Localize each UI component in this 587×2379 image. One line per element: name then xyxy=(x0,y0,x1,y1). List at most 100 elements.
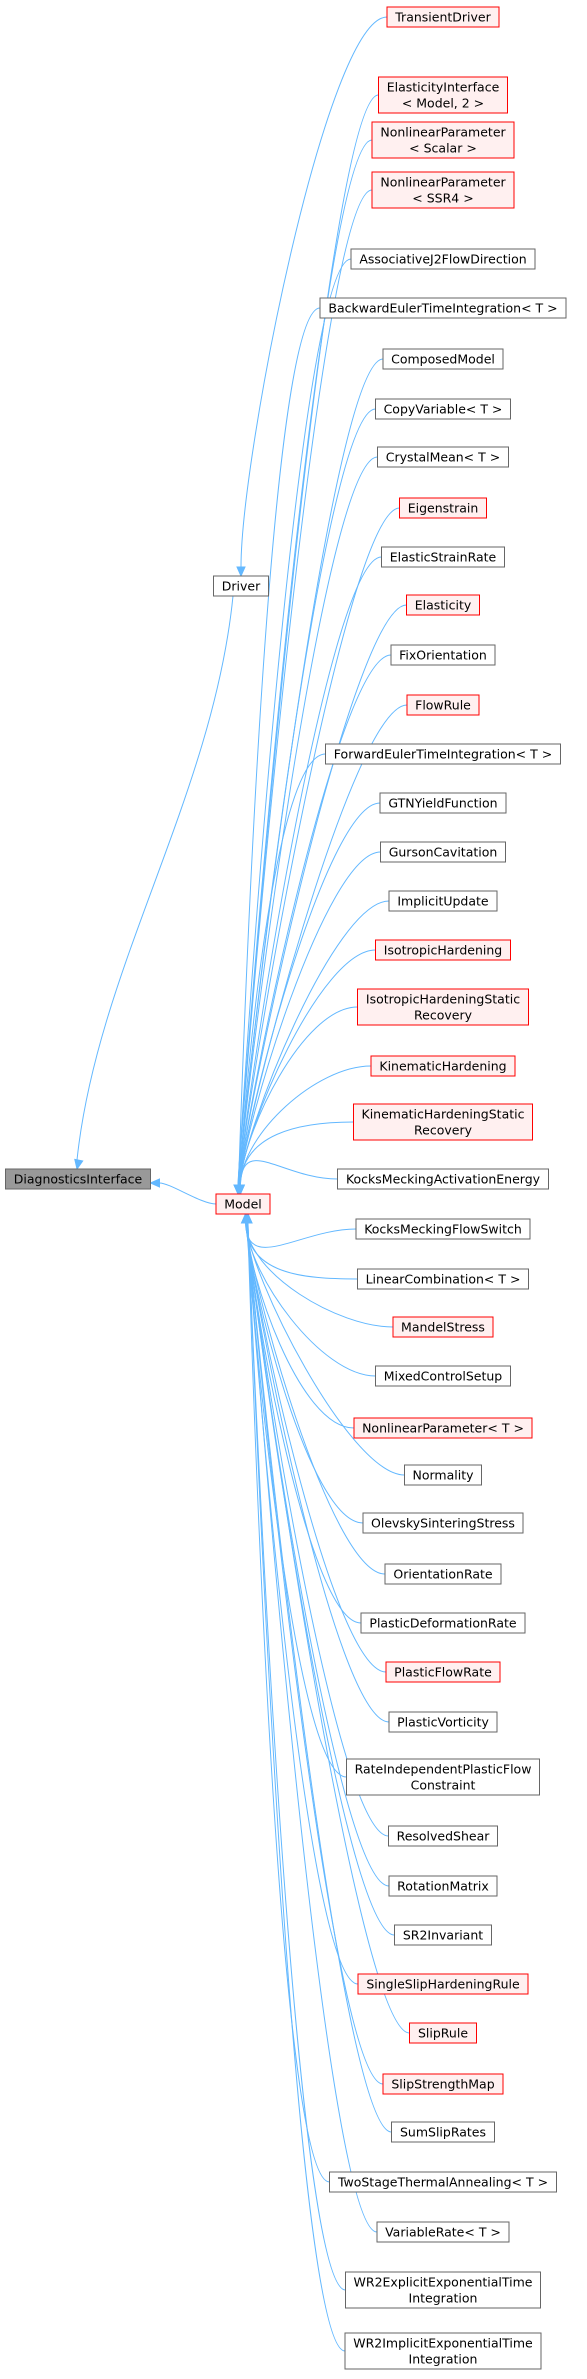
class-node-fixorientation[interactable]: FixOrientation xyxy=(390,644,496,666)
class-node-copyvariable-t[interactable]: CopyVariable< T > xyxy=(375,398,511,420)
inheritance-edge xyxy=(245,1222,386,1575)
class-node-label: KocksMeckingActivationEnergy xyxy=(346,1172,541,1187)
class-node-label: IsotropicHardeningStatic xyxy=(366,992,520,1007)
inheritance-edge xyxy=(247,1222,346,2352)
inheritance-edge xyxy=(237,258,352,1186)
class-node-label: CrystalMean< T > xyxy=(386,450,500,465)
class-node-orientationrate[interactable]: OrientationRate xyxy=(384,1563,502,1585)
class-node-gtnyieldfunction[interactable]: GTNYieldFunction xyxy=(379,792,507,814)
class-node-sliprule[interactable]: SlipRule xyxy=(409,2022,477,2044)
class-node-plasticdeformationrate[interactable]: PlasticDeformationRate xyxy=(360,1612,526,1634)
class-node-label: DiagnosticsInterface xyxy=(14,1172,143,1187)
class-node-label: IsotropicHardening xyxy=(384,943,502,958)
class-node-label: KinematicHardeningStatic xyxy=(362,1107,525,1122)
class-node-implicitupdate[interactable]: ImplicitUpdate xyxy=(388,890,498,912)
class-node-label: ForwardEulerTimeIntegration< T > xyxy=(334,747,552,762)
class-node-label: NonlinearParameter xyxy=(380,125,506,140)
class-node-variablerate-t[interactable]: VariableRate< T > xyxy=(376,2221,510,2243)
class-node-box xyxy=(377,446,509,468)
class-node-gursoncavitation[interactable]: GursonCavitation xyxy=(380,841,506,863)
class-node-label: WR2ExplicitExponentialTime xyxy=(354,2275,533,2290)
class-node-label: < Model, 2 > xyxy=(402,96,484,111)
class-node-elasticityinterface-model-2[interactable]: ElasticityInterface< Model, 2 > xyxy=(378,76,508,114)
class-node-plasticflowrate[interactable]: PlasticFlowRate xyxy=(385,1661,501,1683)
class-node-transientdriver[interactable]: TransientDriver xyxy=(386,6,500,28)
inheritance-edge xyxy=(245,1222,357,1248)
class-node-box xyxy=(386,6,500,28)
class-node-sumsliprates[interactable]: SumSlipRates xyxy=(391,2121,495,2143)
class-node-label: KinematicHardening xyxy=(379,1059,506,1074)
class-node-box xyxy=(376,2221,510,2243)
class-node-sr2invariant[interactable]: SR2Invariant xyxy=(394,1924,492,1946)
class-node-box xyxy=(379,792,507,814)
class-node-model[interactable]: Model xyxy=(215,1193,271,1215)
class-node-resolvedshear[interactable]: ResolvedShear xyxy=(388,1825,498,1847)
class-node-eigenstrain[interactable]: Eigenstrain xyxy=(399,497,487,519)
class-node-slipstrengthmap[interactable]: SlipStrengthMap xyxy=(382,2073,504,2095)
class-node-box xyxy=(337,1168,549,1190)
class-node-box xyxy=(382,348,504,370)
inheritance-edge xyxy=(245,1222,358,1280)
inheritance-arrowhead xyxy=(235,1184,246,1196)
class-node-kinematichardening[interactable]: KinematicHardening xyxy=(370,1055,516,1077)
class-node-label: LinearCombination< T > xyxy=(366,1272,521,1287)
inheritance-edge xyxy=(246,1222,359,1985)
class-node-associativej2flowdirection[interactable]: AssociativeJ2FlowDirection xyxy=(350,248,536,270)
class-node-linearcombination-t[interactable]: LinearCombination< T > xyxy=(357,1268,529,1290)
inheritance-edge xyxy=(247,1222,330,2183)
class-node-label: ResolvedShear xyxy=(397,1829,491,1844)
class-node-box xyxy=(360,1612,526,1634)
class-node-label: PlasticVorticity xyxy=(397,1715,489,1730)
class-node-label: NonlinearParameter< T > xyxy=(362,1421,524,1436)
class-node-box xyxy=(371,121,515,159)
class-node-diagnosticsinterface[interactable]: DiagnosticsInterface xyxy=(5,1168,151,1190)
inheritance-edge xyxy=(245,1222,364,1524)
class-node-nonlinearparameter-ssr4[interactable]: NonlinearParameter< SSR4 > xyxy=(371,171,515,209)
class-node-normality[interactable]: Normality xyxy=(404,1464,482,1486)
class-node-kocksmeckingflowswitch[interactable]: KocksMeckingFlowSwitch xyxy=(355,1218,531,1240)
class-node-mixedcontrolsetup[interactable]: MixedControlSetup xyxy=(375,1365,511,1387)
inheritance-arrowhead xyxy=(243,1212,253,1224)
class-node-box xyxy=(388,1825,498,1847)
inheritance-edge xyxy=(238,753,326,1186)
class-node-box xyxy=(406,694,480,716)
inheritance-edge xyxy=(239,1006,358,1186)
class-node-flowrule[interactable]: FlowRule xyxy=(406,694,480,716)
class-node-box xyxy=(325,743,561,765)
class-node-nonlinearparameter-t[interactable]: NonlinearParameter< T > xyxy=(353,1417,533,1439)
class-node-elasticity[interactable]: Elasticity xyxy=(406,594,480,616)
class-node-mandelstress[interactable]: MandelStress xyxy=(392,1316,494,1338)
class-node-composedmodel[interactable]: ComposedModel xyxy=(382,348,504,370)
class-node-rotationmatrix[interactable]: RotationMatrix xyxy=(388,1875,498,1897)
class-node-box xyxy=(345,2271,541,2309)
class-node-box xyxy=(382,2073,504,2095)
class-node-singlesliphardeningrule[interactable]: SingleSlipHardeningRule xyxy=(357,1973,529,1995)
class-node-driver[interactable]: Driver xyxy=(213,575,269,597)
class-node-crystalmean-t[interactable]: CrystalMean< T > xyxy=(377,446,509,468)
class-node-elasticstrainrate[interactable]: ElasticStrainRate xyxy=(381,546,505,568)
class-node-plasticvorticity[interactable]: PlasticVorticity xyxy=(388,1711,498,1733)
class-node-label: CopyVariable< T > xyxy=(384,402,503,417)
class-node-kocksmeckingactivationenergy[interactable]: KocksMeckingActivationEnergy xyxy=(337,1168,549,1190)
class-node-label: VariableRate< T > xyxy=(385,2225,501,2240)
inheritance-edge xyxy=(240,16,388,568)
class-node-olevskysinteringstress[interactable]: OlevskySinteringStress xyxy=(362,1512,524,1534)
class-node-backwardeulertimeintegration-t[interactable]: BackwardEulerTimeIntegration< T > xyxy=(319,297,567,319)
class-node-label: RateIndependentPlasticFlow xyxy=(355,1762,532,1777)
class-node-twostagethermalannealing-t[interactable]: TwoStageThermalAnnealing< T > xyxy=(329,2171,557,2193)
class-node-label: SlipRule xyxy=(418,2026,468,2041)
class-node-label: SR2Invariant xyxy=(403,1928,483,1943)
inheritance-edge xyxy=(239,1121,354,1186)
class-node-forwardeulertimeintegration-t[interactable]: ForwardEulerTimeIntegration< T > xyxy=(325,743,561,765)
class-node-box xyxy=(390,644,496,666)
class-node-nonlinearparameter-scalar[interactable]: NonlinearParameter< Scalar > xyxy=(371,121,515,159)
class-node-label: KocksMeckingFlowSwitch xyxy=(364,1222,522,1237)
class-node-isotropichardening[interactable]: IsotropicHardening xyxy=(375,939,511,961)
